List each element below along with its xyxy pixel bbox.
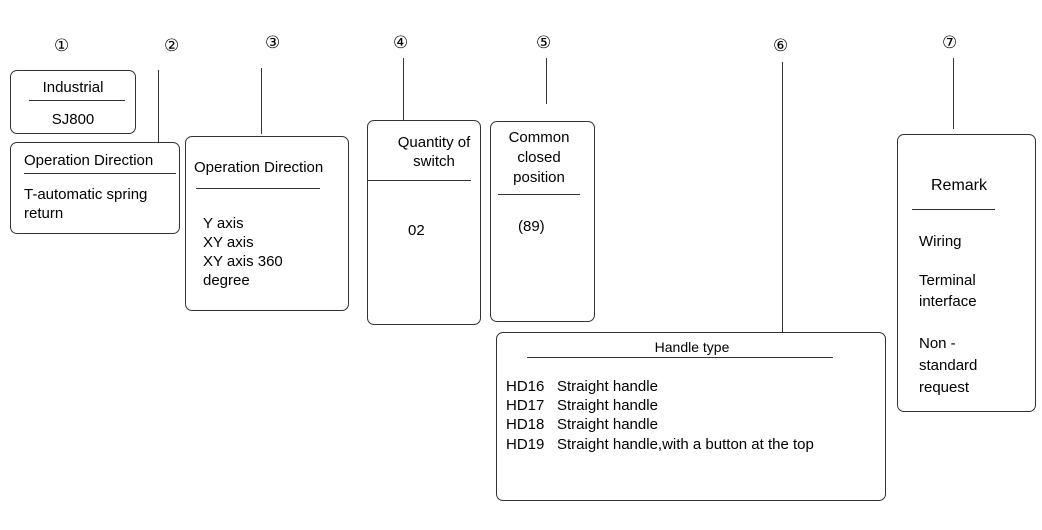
direction-box: Operation Direction Y axis XY axis XY ax… bbox=[185, 136, 349, 311]
position-title-line-3: position bbox=[513, 169, 565, 186]
label-number-4: ④ bbox=[393, 33, 409, 53]
position-title-line-2: closed bbox=[517, 149, 561, 166]
label-number-6: ⑥ bbox=[773, 36, 789, 56]
remark-item-6: request bbox=[919, 379, 970, 396]
switch-box: Quantity of switch 02 bbox=[367, 120, 481, 325]
position-divider bbox=[498, 194, 580, 195]
switch-value: 02 bbox=[408, 222, 425, 239]
return-box: Operation Direction T-automatic spring r… bbox=[10, 142, 180, 234]
remark-box: Remark Wiring Terminal interface Non - s… bbox=[897, 134, 1036, 412]
switch-title-line-2: switch bbox=[413, 153, 455, 170]
connector-line-7 bbox=[953, 58, 954, 129]
remark-item-2: Terminal bbox=[919, 272, 976, 289]
handle-code-2: HD17 bbox=[506, 397, 545, 414]
series-title: Industrial bbox=[42, 79, 104, 96]
return-divider bbox=[24, 173, 176, 174]
connector-line-2 bbox=[158, 70, 159, 142]
remark-item-4: Non - bbox=[919, 335, 956, 352]
handle-desc-2: Straight handle bbox=[557, 397, 658, 414]
remark-title: Remark bbox=[931, 177, 988, 194]
direction-item-1: Y axis bbox=[203, 215, 244, 232]
series-box: Industrial SJ800 bbox=[10, 70, 136, 134]
handle-box: Handle type HD16 Straight handle HD17 St… bbox=[496, 332, 886, 501]
remark-divider bbox=[912, 209, 995, 210]
handle-divider bbox=[527, 357, 833, 358]
direction-item-2: XY axis bbox=[203, 234, 254, 251]
switch-title-line-1: Quantity of bbox=[397, 134, 471, 151]
remark-item-5: standard bbox=[919, 357, 978, 374]
series-model: SJ800 bbox=[51, 111, 95, 128]
label-number-5: ⑤ bbox=[536, 33, 552, 53]
handle-title: Handle type bbox=[654, 339, 730, 355]
return-line-1: T-automatic spring bbox=[24, 186, 148, 203]
remark-item-1: Wiring bbox=[919, 233, 962, 250]
handle-code-3: HD18 bbox=[506, 416, 545, 433]
handle-code-4: HD19 bbox=[506, 436, 545, 453]
remark-item-3: interface bbox=[919, 293, 977, 310]
label-number-7: ⑦ bbox=[942, 33, 958, 53]
connector-line-5 bbox=[546, 58, 547, 104]
series-divider bbox=[29, 100, 125, 101]
direction-item-3: XY axis 360 bbox=[203, 253, 283, 270]
connector-line-4 bbox=[403, 58, 404, 120]
connector-line-6 bbox=[782, 62, 783, 332]
direction-divider bbox=[196, 188, 320, 189]
return-title: Operation Direction bbox=[24, 152, 154, 169]
position-box: Common closed position (89) bbox=[490, 121, 595, 322]
handle-desc-3: Straight handle bbox=[557, 416, 658, 433]
switch-divider bbox=[368, 180, 471, 181]
return-line-2: return bbox=[24, 205, 64, 222]
connector-line-3 bbox=[261, 68, 262, 134]
position-value: (89) bbox=[518, 218, 545, 235]
direction-item-4: degree bbox=[203, 272, 250, 289]
label-number-1: ① bbox=[54, 36, 70, 56]
label-number-2: ② bbox=[164, 36, 180, 56]
handle-code-1: HD16 bbox=[506, 378, 545, 395]
handle-desc-1: Straight handle bbox=[557, 378, 658, 395]
direction-title: Operation Direction bbox=[194, 159, 324, 176]
handle-desc-4: Straight handle,with a button at the top bbox=[557, 436, 814, 453]
label-number-3: ③ bbox=[265, 33, 281, 53]
position-title-line-1: Common bbox=[508, 129, 570, 146]
